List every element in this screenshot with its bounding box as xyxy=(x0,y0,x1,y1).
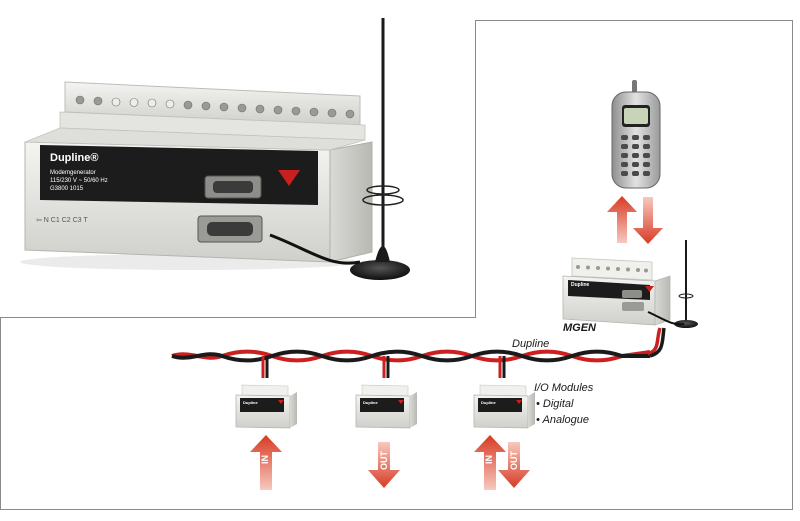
io-module-3 xyxy=(473,384,535,429)
io-module-1-brand: Dupline xyxy=(243,400,258,405)
mgen-label: MGEN xyxy=(563,322,596,334)
mgen-antenna-icon xyxy=(674,240,698,328)
arrow-out-2 xyxy=(368,442,400,488)
arrow-down-icon xyxy=(633,197,663,244)
device-model-line2: 115/230 V ~ 50/60 Hz xyxy=(50,178,108,184)
device-model-line3: G3800 1015 xyxy=(50,186,84,192)
frame-right xyxy=(792,20,793,510)
io-module-2 xyxy=(355,384,417,429)
arrow-out-3-label: OUT xyxy=(509,451,519,470)
io-module-1 xyxy=(235,384,297,429)
io-module-2-brand: Dupline xyxy=(363,400,378,405)
device-model-line1: Modemgenerator xyxy=(50,170,96,176)
frame-bottom xyxy=(0,509,793,510)
terminal-screws xyxy=(75,95,355,119)
arrow-up-icon xyxy=(607,196,637,243)
arrow-in-3-label: IN xyxy=(484,455,494,464)
io-modules-title: I/O Modules xyxy=(534,382,594,394)
main-device xyxy=(20,81,373,270)
frame-middle xyxy=(0,317,476,318)
arrow-out-3 xyxy=(498,442,530,488)
device-brand: Dupline® xyxy=(50,152,99,164)
antenna-cable xyxy=(269,233,361,265)
frame-top-right xyxy=(475,20,793,21)
mgen-device xyxy=(562,257,671,326)
frame-left-lower xyxy=(0,317,1,510)
arrow-in-1 xyxy=(250,435,282,490)
io-module-3-brand: Dupline xyxy=(481,400,496,405)
antenna-icon xyxy=(350,18,410,280)
terminal-labels: ⇦ N C1 C2 C3 T xyxy=(36,217,88,224)
frame-left-upper xyxy=(475,20,476,317)
mobile-phone-icon xyxy=(611,80,661,189)
carlo-gavazzi-logo-icon xyxy=(278,170,300,186)
arrow-out-2-label: OUT xyxy=(379,451,389,470)
serial-connector-top xyxy=(204,175,262,199)
dupline-bus-label: Dupline xyxy=(512,338,550,350)
dupline-bus xyxy=(171,327,666,378)
arrow-in-1-label: IN xyxy=(260,455,270,464)
serial-connector-bottom xyxy=(197,215,263,243)
io-modules-digital: • Digital xyxy=(536,398,574,410)
arrow-in-3 xyxy=(474,435,506,490)
mgen-brand: Dupline xyxy=(571,282,590,288)
io-modules-analogue: • Analogue xyxy=(536,414,589,426)
